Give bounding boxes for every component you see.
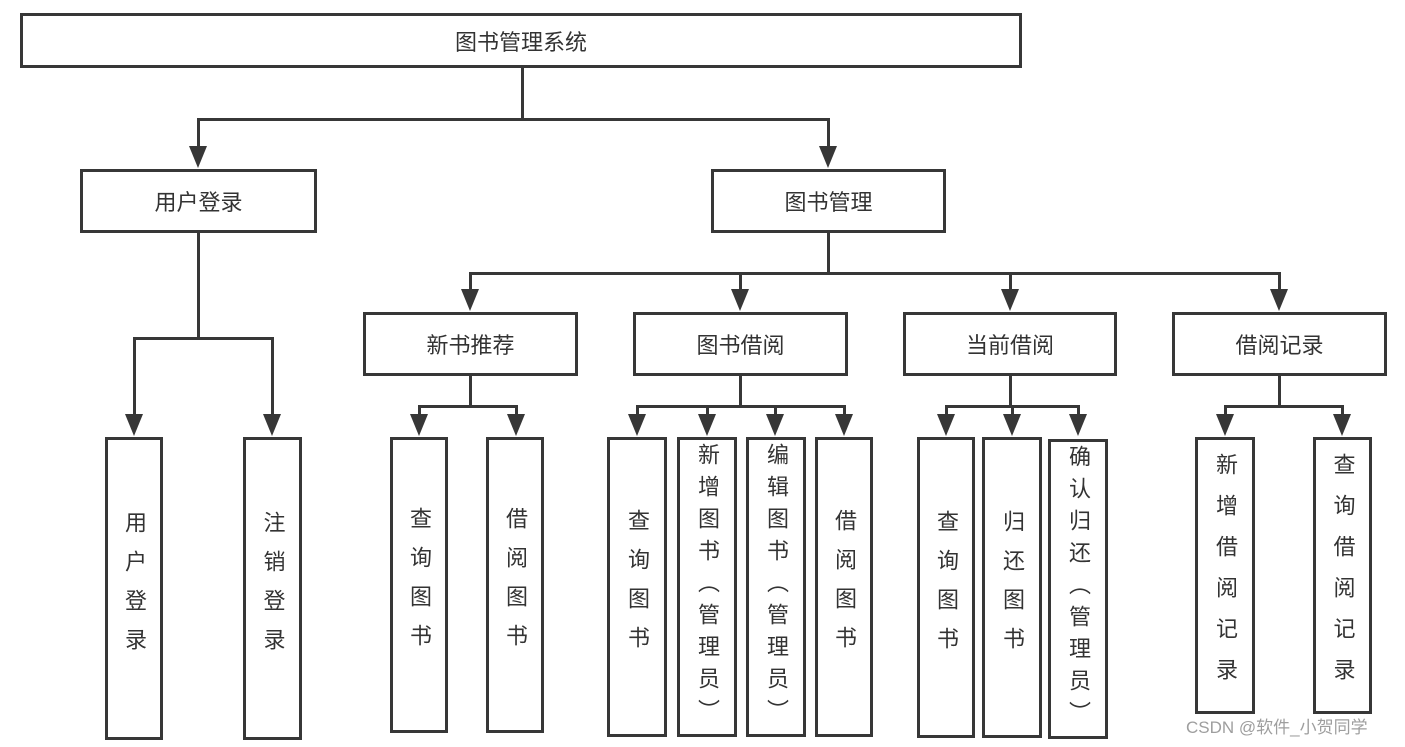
connector-bookborrow-hline bbox=[636, 405, 846, 408]
node-book-borrow-label: 图书借阅 bbox=[696, 333, 785, 358]
arrow-down-logout-leaf bbox=[263, 414, 281, 436]
arrow-down-query-book-3 bbox=[937, 414, 955, 436]
leaf-query-book-3: 查询图书 bbox=[917, 437, 975, 738]
leaf-return-book-label: 归还图书 bbox=[1000, 509, 1025, 666]
connector-userlogin-stem bbox=[197, 233, 200, 339]
node-current-borrow-label: 当前借阅 bbox=[965, 333, 1054, 358]
arrow-down-book-mgmt bbox=[819, 146, 837, 168]
node-book-mgmt-label: 图书管理 bbox=[784, 190, 873, 215]
node-new-books-label: 新书推荐 bbox=[426, 333, 515, 358]
connector-root-hline bbox=[197, 118, 830, 121]
connector-root-drop-right bbox=[827, 118, 830, 149]
leaf-user-login-label: 用户登录 bbox=[122, 510, 147, 667]
connector-root-stem bbox=[521, 68, 524, 120]
leaf-query-book-2: 查询图书 bbox=[607, 437, 667, 737]
leaf-return-book: 归还图书 bbox=[982, 437, 1042, 738]
arrow-down-new-books bbox=[461, 289, 479, 311]
connector-bookmgmt-drop-3 bbox=[1009, 272, 1012, 291]
arrow-down-borrow-book-1 bbox=[507, 414, 525, 436]
arrow-down-return-book bbox=[1003, 414, 1021, 436]
connector-currentborrow-drop-1 bbox=[945, 405, 948, 416]
connector-root-drop-left bbox=[197, 118, 200, 149]
arrow-down-user-login bbox=[189, 146, 207, 168]
arrow-down-add-record bbox=[1216, 414, 1234, 436]
leaf-query-book-1: 查询图书 bbox=[390, 437, 448, 733]
leaf-edit-book-label: 编辑图书（管理员） bbox=[764, 443, 789, 731]
connector-userlogin-drop-1 bbox=[133, 337, 136, 416]
leaf-add-record: 新增借阅记录 bbox=[1195, 437, 1255, 714]
node-borrow-records-label: 借阅记录 bbox=[1235, 333, 1324, 358]
leaf-query-record: 查询借阅记录 bbox=[1313, 437, 1372, 714]
leaf-add-book: 新增图书（管理员） bbox=[677, 437, 737, 737]
leaf-borrow-book-2: 借阅图书 bbox=[815, 437, 873, 737]
connector-newbooks-hline bbox=[418, 405, 518, 408]
node-borrow-records: 借阅记录 bbox=[1172, 312, 1387, 376]
leaf-borrow-book-1-label: 借阅图书 bbox=[503, 507, 528, 663]
node-new-books: 新书推荐 bbox=[363, 312, 578, 376]
leaf-query-book-2-label: 查询图书 bbox=[625, 509, 650, 665]
connector-bookmgmt-hline bbox=[469, 272, 1281, 275]
connector-newbooks-drop-1 bbox=[418, 405, 421, 416]
connector-newbooks-drop-2 bbox=[515, 405, 518, 416]
connector-records-hline bbox=[1224, 405, 1344, 408]
node-current-borrow: 当前借阅 bbox=[903, 312, 1117, 376]
arrow-down-book-borrow bbox=[731, 289, 749, 311]
csdn-watermark: CSDN @软件_小贺同学 bbox=[1186, 718, 1368, 737]
arrow-down-query-book-2 bbox=[628, 414, 646, 436]
connector-currentborrow-drop-3 bbox=[1077, 405, 1080, 416]
connector-bookborrow-drop-4 bbox=[843, 405, 846, 416]
connector-bookmgmt-drop-1 bbox=[469, 272, 472, 291]
connector-records-stem bbox=[1278, 376, 1281, 408]
connector-userlogin-drop-2 bbox=[271, 337, 274, 416]
connector-records-drop-2 bbox=[1341, 405, 1344, 416]
connector-bookborrow-drop-2 bbox=[706, 405, 709, 416]
arrow-down-borrow-book-2 bbox=[835, 414, 853, 436]
connector-currentborrow-stem bbox=[1009, 376, 1012, 408]
node-book-mgmt: 图书管理 bbox=[711, 169, 946, 233]
node-root: 图书管理系统 bbox=[20, 13, 1022, 68]
node-root-label: 图书管理系统 bbox=[454, 29, 587, 55]
leaf-user-login: 用户登录 bbox=[105, 437, 163, 740]
leaf-logout-label: 注销登录 bbox=[260, 510, 286, 667]
connector-newbooks-stem bbox=[469, 376, 472, 408]
leaf-query-record-label: 查询借阅记录 bbox=[1330, 452, 1356, 699]
node-user-login: 用户登录 bbox=[80, 169, 317, 233]
node-book-borrow: 图书借阅 bbox=[633, 312, 848, 376]
connector-currentborrow-drop-2 bbox=[1011, 405, 1014, 416]
leaf-add-record-label: 新增借阅记录 bbox=[1213, 452, 1238, 699]
connector-bookborrow-drop-1 bbox=[636, 405, 639, 416]
leaf-query-book-3-label: 查询图书 bbox=[934, 509, 959, 666]
arrow-down-edit-book bbox=[766, 414, 784, 436]
leaf-borrow-book-1: 借阅图书 bbox=[486, 437, 544, 733]
connector-records-drop-1 bbox=[1224, 405, 1227, 416]
leaf-confirm-return: 确认归还（管理员） bbox=[1048, 439, 1108, 739]
arrow-down-query-book-1 bbox=[410, 414, 428, 436]
connector-bookborrow-drop-3 bbox=[774, 405, 777, 416]
leaf-query-book-1-label: 查询图书 bbox=[407, 507, 432, 663]
connector-bookborrow-stem bbox=[739, 376, 742, 408]
arrow-down-add-book bbox=[698, 414, 716, 436]
arrow-down-login-leaf bbox=[125, 414, 143, 436]
arrow-down-borrow-records bbox=[1270, 289, 1288, 311]
connector-userlogin-hline bbox=[133, 337, 274, 340]
leaf-confirm-return-label: 确认归还（管理员） bbox=[1066, 445, 1091, 733]
connector-bookmgmt-drop-2 bbox=[739, 272, 742, 291]
node-user-login-label: 用户登录 bbox=[154, 190, 243, 215]
arrow-down-query-record bbox=[1333, 414, 1351, 436]
leaf-borrow-book-2-label: 借阅图书 bbox=[832, 509, 857, 665]
leaf-edit-book: 编辑图书（管理员） bbox=[746, 437, 806, 737]
connector-bookmgmt-stem bbox=[827, 233, 830, 274]
arrow-down-current-borrow bbox=[1001, 289, 1019, 311]
connector-bookmgmt-drop-4 bbox=[1278, 272, 1281, 291]
leaf-add-book-label: 新增图书（管理员） bbox=[695, 443, 720, 731]
arrow-down-confirm-return bbox=[1069, 414, 1087, 436]
leaf-logout: 注销登录 bbox=[243, 437, 302, 740]
